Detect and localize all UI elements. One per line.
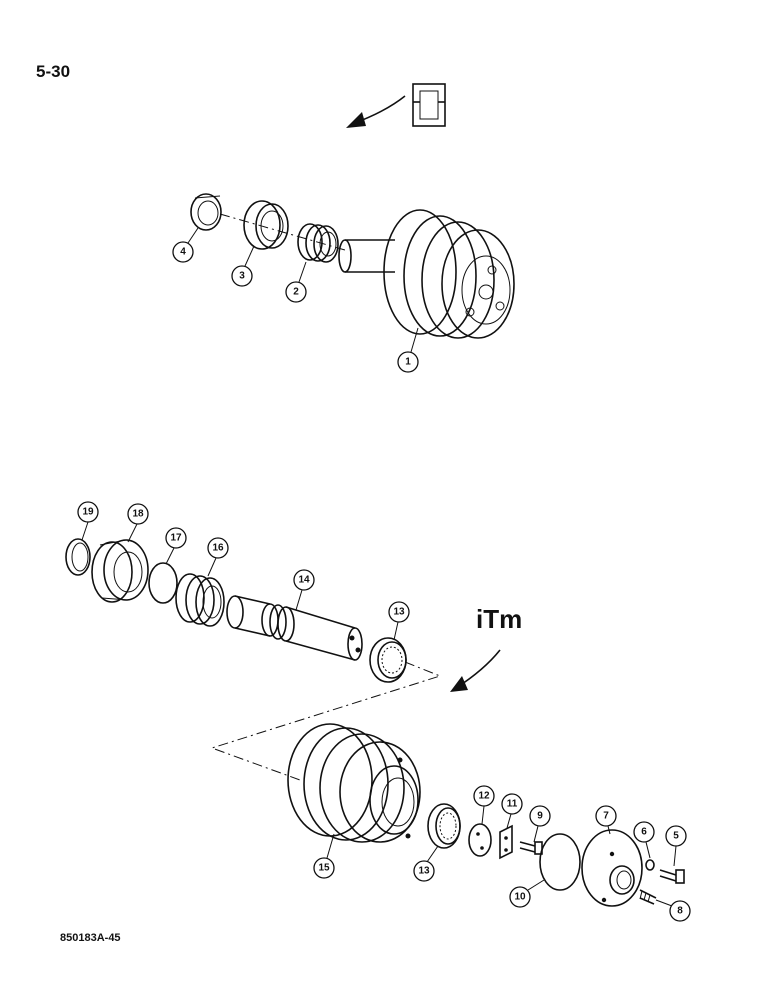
part-2-collar xyxy=(297,223,339,263)
callout-12-label: 12 xyxy=(478,791,490,802)
part-14-shaft xyxy=(226,595,363,661)
callout-9-label: 10 xyxy=(514,892,526,903)
callout-8: 8 xyxy=(655,899,691,922)
callout-13-upper: 13 xyxy=(388,601,410,641)
part-3-bushing xyxy=(243,200,289,250)
callout-19: 19 xyxy=(77,501,99,541)
callout-5: 5 xyxy=(665,825,687,867)
callout-13-upper-label: 13 xyxy=(393,607,405,618)
part-19-snap-ring xyxy=(65,538,91,576)
callout-6-label: 6 xyxy=(641,827,647,838)
callout-1-label: 1 xyxy=(405,357,411,368)
callout-3-label: 3 xyxy=(239,271,245,282)
page-number: 5-30 xyxy=(36,62,71,81)
part-6-washer xyxy=(645,859,655,871)
part-7-end-cap xyxy=(581,829,643,907)
callout-19-label: 19 xyxy=(82,507,94,518)
callout-3: 3 xyxy=(231,245,255,287)
callout-12: 12 xyxy=(473,785,495,825)
callout-7: 7 xyxy=(595,805,617,835)
direction-arrow-icon xyxy=(346,95,406,128)
part-10-bolt xyxy=(519,841,543,855)
callout-15: 15 xyxy=(313,833,335,879)
callout-4: 4 xyxy=(172,227,199,263)
callout-5-label: 5 xyxy=(673,831,679,842)
callout-16: 16 xyxy=(207,537,229,577)
part-9-gasket xyxy=(539,833,581,891)
callout-6: 6 xyxy=(633,821,655,859)
callout-10-label: 9 xyxy=(537,811,543,822)
part-15-roller-body xyxy=(287,723,421,843)
callout-11: 11 xyxy=(501,793,523,829)
part-13-bearing-lower xyxy=(427,803,461,849)
callout-1: 1 xyxy=(397,327,419,373)
part-17-o-ring xyxy=(148,562,178,604)
part-1-roller xyxy=(338,209,515,339)
callout-4-label: 4 xyxy=(180,247,186,258)
part-11-lock-plate xyxy=(499,824,513,860)
part-8-plug xyxy=(639,889,657,905)
callout-2-label: 2 xyxy=(293,287,299,298)
callout-9: 10 xyxy=(509,879,545,908)
callout-13-lower-label: 13 xyxy=(418,866,430,877)
part-16-collar xyxy=(175,573,225,627)
callout-17-label: 17 xyxy=(170,533,182,544)
direction-arrow-icon xyxy=(450,649,501,692)
callout-11-label: 11 xyxy=(507,799,518,810)
callout-18: 18 xyxy=(127,503,149,543)
itm-logo-text: iTm xyxy=(476,604,522,634)
part-18-housing xyxy=(91,539,149,603)
callout-7-label: 7 xyxy=(603,811,609,822)
itm-logo-icon: iTm xyxy=(476,604,522,634)
figure-code: 850183A-45 xyxy=(60,932,121,944)
callout-18-label: 18 xyxy=(132,509,144,520)
callout-14-label: 14 xyxy=(298,575,310,586)
callout-2: 2 xyxy=(285,261,307,303)
part-12-plate xyxy=(468,823,492,857)
part-5-bolt xyxy=(659,869,685,884)
callout-8-label: 8 xyxy=(677,906,683,917)
part-4-seal xyxy=(190,193,222,231)
callout-16-label: 16 xyxy=(212,543,224,554)
callout-13-lower: 13 xyxy=(413,845,439,882)
track-roller-symbol-icon xyxy=(412,83,446,127)
callout-14: 14 xyxy=(293,569,315,611)
part-13-bearing-upper xyxy=(369,637,407,683)
callout-15-label: 15 xyxy=(318,863,330,874)
callout-17: 17 xyxy=(165,527,187,565)
callout-10: 9 xyxy=(529,805,551,843)
